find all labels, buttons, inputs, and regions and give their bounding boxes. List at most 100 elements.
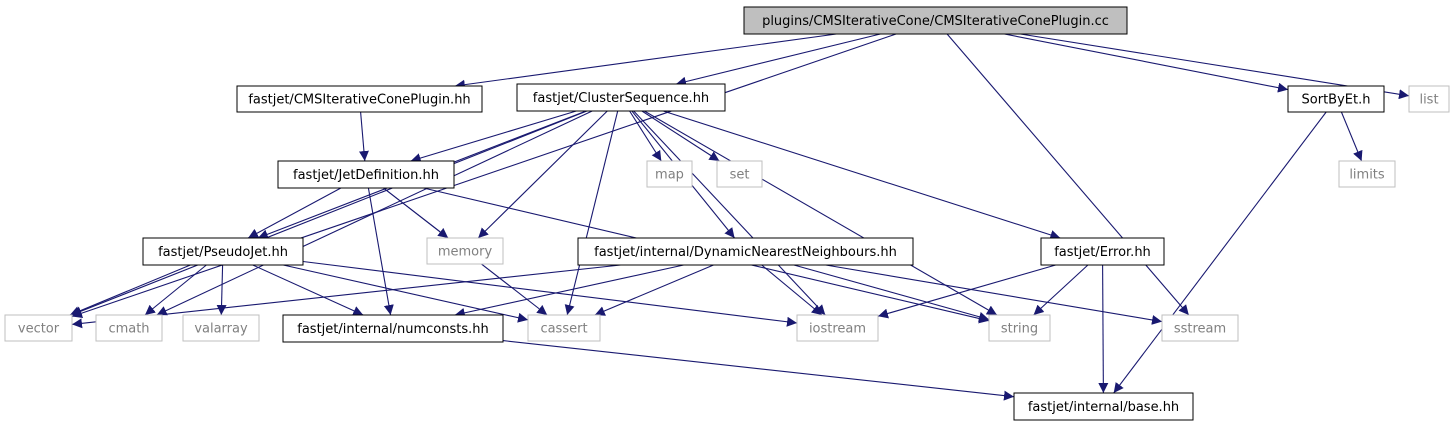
node-limits-box [1338,160,1396,188]
node-string-label: string [1001,322,1038,337]
edge-clusterseq-to-jetdef [410,110,577,163]
edge-root-to-sortbyet [1004,33,1289,93]
node-cmath: cmath [95,314,163,342]
node-error[interactable]: fastjet/Error.hh [1040,237,1165,266]
edge-clusterseq-to-map [629,110,662,162]
edge-cmsplugin-to-jetdef [358,111,369,162]
node-root[interactable]: plugins/CMSIterativeCone/CMSIterativeCon… [743,6,1128,35]
nodes-layer: plugins/CMSIterativeCone/CMSIterativeCon… [4,6,1450,421]
node-error-box [1040,237,1165,266]
edge-numconsts-to-base [502,340,1015,401]
node-vector: vector [4,314,73,342]
node-sortbyet-label: SortByEt.h [1302,93,1371,108]
node-cmath-label: cmath [108,322,149,337]
node-memory: memory [426,237,504,265]
node-error-label: fastjet/Error.hh [1054,245,1151,260]
node-root-label: plugins/CMSIterativeCone/CMSIterativeCon… [762,14,1109,29]
node-map-label: map [655,168,684,183]
node-list: list [1408,85,1450,113]
node-limits-label: limits [1349,168,1385,183]
edge-root-to-clusterseq [675,33,881,87]
node-base-label: fastjet/internal/base.hh [1028,400,1179,415]
node-clusterseq-label: fastjet/ClusterSequence.hh [533,91,709,106]
node-jetdef-box [277,160,455,189]
edge-dnn-to-iostream [761,264,823,316]
edge-clusterseq-to-vector [71,110,588,316]
node-clusterseq-box [516,83,726,112]
node-jetdef-label: fastjet/JetDefinition.hh [293,168,439,183]
edge-pseudojet-to-valarray [216,264,227,316]
node-pseudojet[interactable]: fastjet/PseudoJet.hh [142,237,304,266]
node-sstream: sstream [1161,314,1239,342]
edge-clusterseq-to-iostream [633,110,826,316]
edge-error-to-iostream [877,264,1056,319]
node-cmsplugin-box [236,85,483,113]
node-dnn[interactable]: fastjet/internal/DynamicNearestNeighbour… [577,237,914,266]
node-valarray: valarray [182,314,260,342]
edge-sortbyet-to-base [1113,111,1327,394]
node-sstream-box [1161,314,1239,342]
node-list-label: list [1419,93,1438,108]
edge-clusterseq-to-cassert [564,110,619,316]
node-numconsts[interactable]: fastjet/internal/numconsts.hh [282,314,504,343]
node-clusterseq[interactable]: fastjet/ClusterSequence.hh [516,83,726,112]
node-limits: limits [1338,160,1396,188]
node-dnn-box [577,237,914,266]
edge-clusterseq-to-memory [477,110,608,239]
node-root-box [743,6,1128,35]
node-set: set [716,160,763,188]
node-dnn-label: fastjet/internal/DynamicNearestNeighbour… [594,245,897,260]
edge-pseudojet-to-vector [69,264,191,316]
edge-root-to-cmsplugin [454,33,837,90]
node-iostream-box [796,314,879,342]
node-cmsplugin[interactable]: fastjet/CMSIterativeConePlugin.hh [236,85,483,113]
edge-dnn-to-sstream [825,264,1163,325]
node-set-label: set [730,168,750,183]
node-base[interactable]: fastjet/internal/base.hh [1013,392,1194,421]
node-valarray-label: valarray [194,322,248,337]
edge-clusterseq-to-set [641,110,720,162]
node-vector-label: vector [18,322,60,337]
edge-root-to-vector [71,33,897,318]
node-map: map [646,160,693,188]
node-cmath-box [95,314,163,342]
edge-dnn-to-string [793,264,990,322]
node-memory-label: memory [438,245,493,260]
edge-dnn-to-cassert [594,264,714,316]
edge-error-to-base [1098,264,1109,394]
edge-jetdef-to-pseudojet [247,187,342,239]
edge-pseudojet-to-numconsts [252,264,364,316]
node-sortbyet-box [1287,85,1385,113]
node-cmsplugin-label: fastjet/CMSIterativeConePlugin.hh [248,93,470,108]
edge-clusterseq-to-error [663,110,1061,240]
node-string-box [988,314,1051,342]
node-base-box [1013,392,1194,421]
node-sortbyet[interactable]: SortByEt.h [1287,85,1385,113]
node-map-box [646,160,693,188]
node-cassert: cassert [527,314,601,342]
node-pseudojet-box [142,237,304,266]
node-string: string [988,314,1051,342]
node-vector-box [4,314,73,342]
node-jetdef[interactable]: fastjet/JetDefinition.hh [277,160,455,189]
node-valarray-box [182,314,260,342]
edge-jetdef-to-numconsts [367,187,394,316]
node-memory-box [426,237,504,265]
edge-clusterseq-to-cmath [156,110,593,316]
edge-clusterseq-to-string [644,110,998,316]
node-set-box [716,160,763,188]
node-numconsts-box [282,314,504,343]
node-sstream-label: sstream [1174,322,1226,337]
node-pseudojet-label: fastjet/PseudoJet.hh [158,245,288,260]
edge-error-to-string [1033,264,1089,316]
node-list-box [1408,85,1450,113]
edge-root-to-sstream [946,33,1190,316]
node-cassert-box [527,314,601,342]
edge-pseudojet-to-cmath [144,264,207,316]
node-cassert-label: cassert [540,322,587,337]
edge-pseudojet-to-cassert [283,264,529,323]
edge-sortbyet-to-limits [1340,111,1363,162]
node-iostream: iostream [796,314,879,342]
node-numconsts-label: fastjet/internal/numconsts.hh [297,322,489,337]
